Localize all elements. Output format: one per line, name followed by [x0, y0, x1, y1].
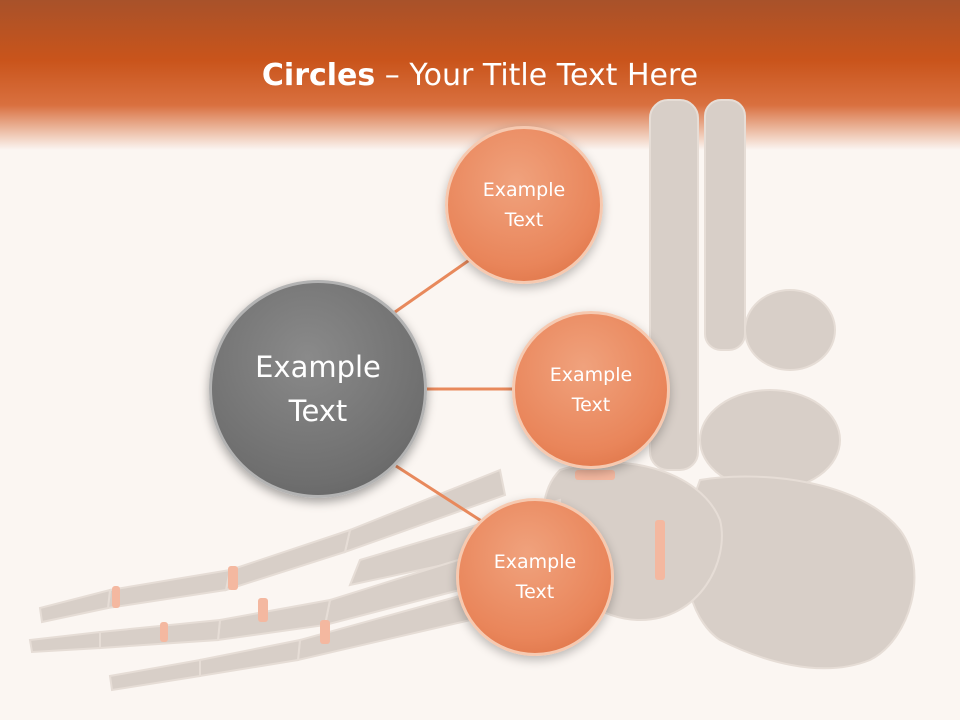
- title-bold: Circles: [261, 58, 376, 93]
- node-circle-top-line2: Text: [504, 209, 544, 231]
- center-circle[interactable]: Example Text: [209, 280, 427, 498]
- title-banner: [0, 0, 960, 150]
- connector-1: [394, 252, 479, 314]
- node-circle-bottom[interactable]: Example Text: [456, 498, 614, 656]
- node-circle-middle-line1: Example: [549, 364, 633, 386]
- connector-3: [395, 464, 484, 524]
- node-circle-bottom-line1: Example: [493, 551, 577, 573]
- node-circle-top[interactable]: Example Text: [445, 126, 603, 284]
- node-circle-middle[interactable]: Example Text: [512, 311, 670, 469]
- node-circle-top-line1: Example: [482, 179, 566, 201]
- node-circle-bottom-line2: Text: [515, 581, 555, 603]
- center-circle-line2: Text: [288, 394, 348, 428]
- node-circle-middle-line2: Text: [571, 394, 611, 416]
- slide-title: Circles – Your Title Text Here: [0, 52, 960, 100]
- center-circle-line1: Example: [255, 350, 381, 384]
- title-rest: – Your Title Text Here: [375, 58, 699, 93]
